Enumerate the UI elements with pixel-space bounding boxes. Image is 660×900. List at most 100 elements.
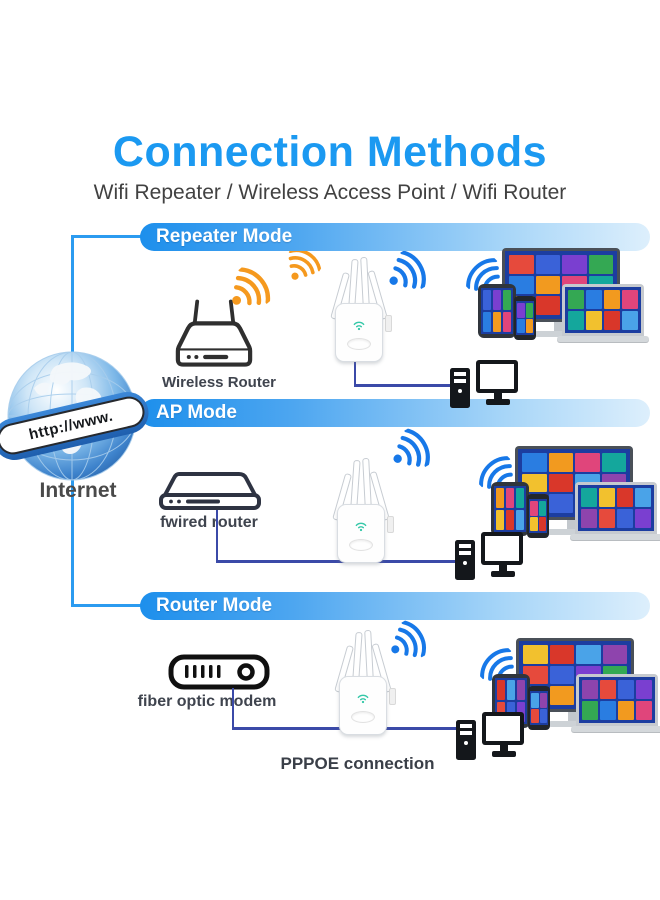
app-tile <box>535 275 560 295</box>
internet-label: Internet <box>39 479 117 502</box>
app-tile <box>601 453 626 472</box>
app-tile <box>509 255 534 274</box>
monitor-stand <box>568 712 581 721</box>
app-tile <box>539 693 547 708</box>
app-tile <box>636 680 652 699</box>
wifi-repeater-device <box>330 457 394 564</box>
app-tile <box>515 488 524 509</box>
app-tile <box>502 311 511 332</box>
pppoe-connection-label: PPPOE connection <box>280 754 435 773</box>
app-tile <box>635 509 651 528</box>
repeater-side-button <box>387 516 394 533</box>
app-tile <box>531 693 539 708</box>
tablet-icon <box>491 482 529 536</box>
app-tile <box>530 516 538 531</box>
app-tile <box>516 701 525 722</box>
repeater-wps-button <box>349 539 373 551</box>
app-tile <box>505 488 515 509</box>
smartphone-icon <box>528 686 550 730</box>
app-tile <box>497 680 506 701</box>
ethernet-cable <box>216 560 459 563</box>
wireless-router-label: Wireless Router <box>161 374 277 391</box>
app-tile <box>622 290 638 309</box>
laptop-base <box>557 336 649 342</box>
app-tile <box>497 701 506 722</box>
app-tile <box>549 665 574 685</box>
app-tile <box>599 488 615 507</box>
wireless-router-icon <box>175 299 253 367</box>
app-tile <box>581 509 597 528</box>
repeater-body <box>335 303 383 362</box>
pc-tower <box>455 540 475 580</box>
repeater-side-button <box>389 688 396 705</box>
wifi-signal-orange-icon <box>232 267 271 306</box>
app-tile <box>636 701 652 720</box>
client-devices-cluster <box>480 638 660 733</box>
internet-globe-icon: http://www. <box>0 348 153 490</box>
app-tile <box>506 680 516 701</box>
laptop-base <box>571 726 660 732</box>
app-tile <box>515 509 524 530</box>
pc-monitor <box>481 532 523 565</box>
app-tile <box>600 680 616 699</box>
banner-router-mode-label: Router Mode <box>156 595 273 616</box>
app-tile <box>496 488 505 509</box>
desktop-pc-icon <box>450 360 518 410</box>
app-tile <box>517 318 525 333</box>
app-tile <box>549 645 574 664</box>
fiber-modem-label: fiber optic modem <box>137 693 277 710</box>
app-tile <box>586 311 602 330</box>
desktop-pc-icon <box>455 532 523 582</box>
app-tile <box>483 311 492 332</box>
app-tile <box>505 509 515 530</box>
repeater-body <box>339 676 387 735</box>
app-tile <box>492 311 502 332</box>
wifi-signal-blue-icon <box>391 620 426 658</box>
monitor-base <box>547 529 599 535</box>
pc-monitor <box>476 360 518 393</box>
monitor-base <box>534 331 586 337</box>
app-tile <box>576 645 601 664</box>
app-tile <box>483 290 492 311</box>
app-tile <box>548 473 573 493</box>
ethernet-cable <box>232 688 234 729</box>
client-devices-cluster <box>466 248 657 343</box>
laptop-icon <box>571 674 660 732</box>
desktop-pc-icon <box>456 712 524 762</box>
wired-router-icon <box>159 472 261 510</box>
banner-repeater-mode: Repeater Mode <box>140 223 650 251</box>
app-tile <box>548 494 573 513</box>
app-tile <box>617 488 633 507</box>
app-tile <box>516 680 525 701</box>
laptop-base <box>570 534 660 540</box>
repeater-wps-button <box>347 338 371 350</box>
app-tile <box>539 708 547 723</box>
client-devices-cluster <box>479 446 660 541</box>
app-tile <box>582 680 598 699</box>
app-tile <box>599 509 615 528</box>
banner-ap-mode: AP Mode <box>140 399 650 427</box>
repeater-led-wifi-icon <box>357 694 369 704</box>
app-tile <box>575 453 600 472</box>
app-tile <box>581 488 597 507</box>
app-tile <box>522 453 547 472</box>
banner-ap-mode-label: AP Mode <box>156 402 237 423</box>
banner-router-mode: Router Mode <box>140 592 650 620</box>
wifi-signal-blue-icon <box>393 428 430 468</box>
repeater-body <box>337 504 385 563</box>
app-tile <box>525 318 533 333</box>
repeater-wps-button <box>351 711 375 723</box>
app-tile <box>535 255 560 274</box>
laptop-icon <box>570 482 660 540</box>
smartphone-icon <box>514 296 536 340</box>
app-tile <box>635 488 651 507</box>
app-tile <box>530 501 538 516</box>
repeater-led-wifi-icon <box>353 321 365 331</box>
fiber-optic-modem-icon <box>168 654 270 690</box>
app-tile <box>604 311 620 330</box>
app-tile <box>617 509 633 528</box>
app-tile <box>531 708 539 723</box>
ethernet-cable <box>216 510 218 562</box>
pc-tower <box>456 720 476 760</box>
